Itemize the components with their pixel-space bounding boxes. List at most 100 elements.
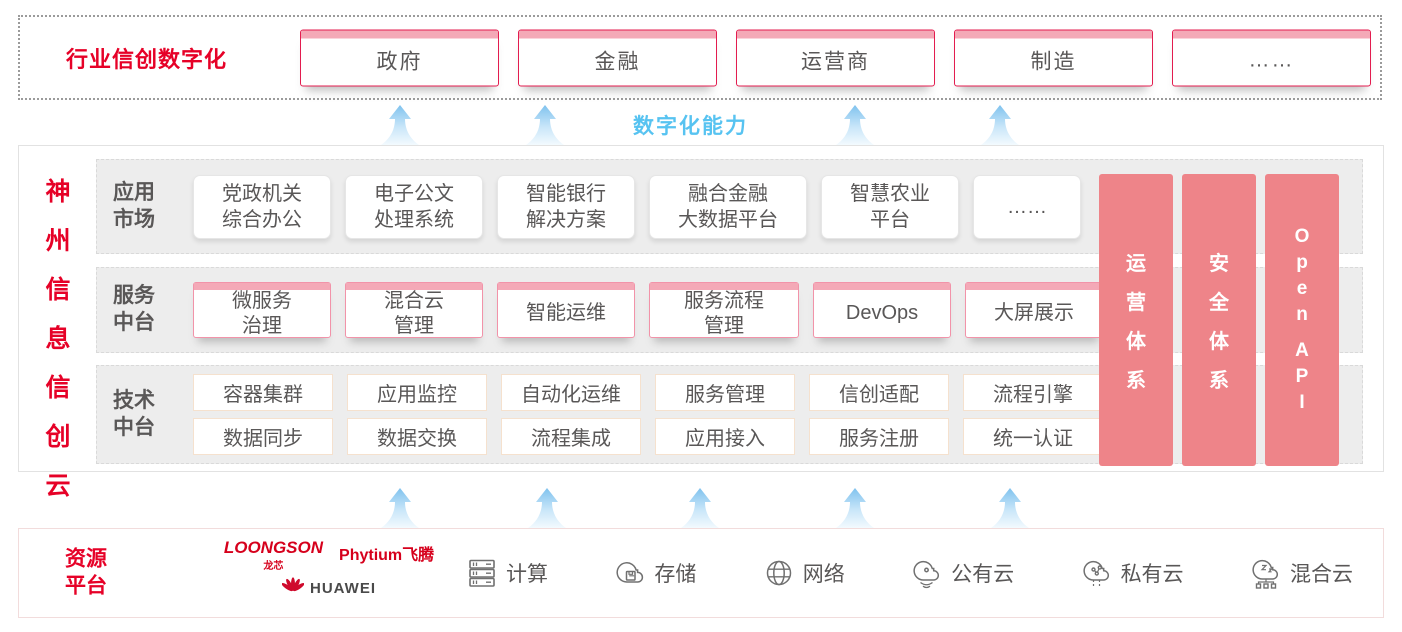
box-label-line: 党政机关 bbox=[222, 182, 302, 205]
vertical-title-char: 神 bbox=[45, 178, 71, 206]
box-label-line: 平台 bbox=[870, 208, 910, 231]
platform-box: 信创适配 bbox=[809, 374, 949, 411]
platform-box-topbar bbox=[650, 283, 798, 290]
pillar-label-char: 运 bbox=[1126, 253, 1146, 275]
pillar-label-char: 营 bbox=[1126, 292, 1146, 314]
tech-box-line: 数据同步数据交换流程集成应用接入服务注册统一认证 bbox=[193, 418, 1103, 455]
platform-box: 服务流程管理 bbox=[649, 282, 799, 338]
box-label-line: 处理系统 bbox=[374, 208, 454, 231]
loongson-logo: LOONGSON 龙芯 bbox=[224, 538, 323, 572]
box-label-line: 技术 bbox=[113, 388, 155, 412]
platform-box-label: 智能运维 bbox=[526, 301, 606, 326]
vendor-logos: LOONGSON 龙芯 Phytium飞腾 HUAWEI bbox=[207, 538, 451, 600]
vertical-title-char: 云 bbox=[45, 472, 71, 500]
server-icon bbox=[465, 556, 499, 590]
industry-strip: 行业信创数字化 政府金融 运营商 制造 …… bbox=[18, 15, 1382, 100]
up-arrow-icon bbox=[991, 488, 1029, 528]
resource-strip-title: 资源平台 bbox=[65, 546, 107, 601]
platform-container: 神州信息信创云 应用市场党政机关综合办公电子公文处理系统智能银行解决方案融合金融… bbox=[18, 145, 1384, 500]
industry-box: 金融 bbox=[518, 29, 717, 86]
industry-box-topbar bbox=[955, 30, 1152, 38]
loongson-wordmark: LOONGSON bbox=[223, 538, 324, 557]
box-label-line: 混合云 bbox=[384, 289, 444, 312]
pillar-label-char: 系 bbox=[1209, 370, 1229, 392]
up-arrow-icon bbox=[981, 105, 1019, 145]
platform-box: 数据交换 bbox=[347, 418, 487, 455]
box-label-line: 管理 bbox=[704, 314, 744, 337]
industry-box-topbar bbox=[1173, 30, 1370, 38]
resource-strip: 资源平台 LOONGSON 龙芯 Phytium飞腾 bbox=[18, 528, 1384, 618]
platform-box: 流程集成 bbox=[501, 418, 641, 455]
huawei-wordmark: HUAWEI bbox=[310, 579, 376, 597]
box-label-line: 应用 bbox=[113, 180, 155, 204]
resource-list: 计算存储网络公有云私有云混合云 bbox=[465, 529, 1353, 617]
box-label-line: 中台 bbox=[113, 311, 155, 334]
industry-box: 制造 bbox=[954, 29, 1153, 86]
resource-item-label: 公有云 bbox=[951, 563, 1015, 586]
platform-box: 智慧农业平台 bbox=[821, 174, 959, 239]
platform-box: DevOps bbox=[813, 282, 951, 338]
box-label-line: 电子公文 bbox=[374, 182, 454, 205]
box-label-line: 服务流程 bbox=[684, 289, 764, 312]
box-label-line: 资源 bbox=[65, 547, 107, 571]
network-globe-icon bbox=[762, 556, 796, 590]
pillar-label-char: P bbox=[1295, 366, 1309, 387]
pillar-label-char: p bbox=[1296, 252, 1308, 273]
box-label-line: …… bbox=[1007, 195, 1047, 218]
resource-item: 公有云 bbox=[910, 556, 1014, 590]
box-label-line: 融合金融 bbox=[688, 182, 768, 205]
platform-box: 自动化运维 bbox=[501, 374, 641, 411]
box-label-line: 智能运维 bbox=[526, 302, 606, 324]
platform-box: …… bbox=[973, 174, 1081, 239]
resource-item-label: 私有云 bbox=[1120, 563, 1184, 586]
platform-box-label: 服务流程管理 bbox=[684, 289, 764, 339]
box-label-line: 智慧农业 bbox=[850, 182, 930, 205]
box-label-line: 解决方案 bbox=[526, 208, 606, 231]
row-box-list: 党政机关综合办公电子公文处理系统智能银行解决方案融合金融大数据平台智慧农业平台…… bbox=[193, 174, 1081, 239]
platform-box: 大屏展示 bbox=[965, 282, 1103, 338]
industry-box: …… bbox=[1172, 29, 1371, 86]
up-arrow-icon bbox=[526, 105, 564, 145]
industry-box-topbar bbox=[737, 30, 934, 38]
platform-box-topbar bbox=[194, 283, 330, 290]
platform-box: 智能银行解决方案 bbox=[497, 174, 635, 239]
box-label-line: 大数据平台 bbox=[678, 208, 778, 231]
row-label: 技术中台 bbox=[113, 388, 179, 442]
pillar-label-char: O bbox=[1294, 226, 1310, 247]
industry-strip-title: 行业信创数字化 bbox=[66, 46, 228, 72]
platform-box-label: 融合金融大数据平台 bbox=[678, 181, 778, 233]
resource-item-label: 混合云 bbox=[1289, 563, 1353, 586]
platform-box-topbar bbox=[814, 283, 950, 290]
huawei-flower-icon bbox=[281, 576, 305, 600]
up-arrow-icon bbox=[836, 105, 874, 145]
platform-box-label: 微服务治理 bbox=[232, 289, 292, 339]
public-cloud-icon bbox=[910, 556, 944, 590]
industry-box: 政府 bbox=[300, 29, 499, 86]
row-label: 应用市场 bbox=[113, 180, 179, 234]
industry-box-label: …… bbox=[1248, 48, 1295, 72]
platform-box-label: 智慧农业平台 bbox=[850, 181, 930, 233]
platform-box-label: 大屏展示 bbox=[994, 301, 1074, 326]
pillar-label: 安全体系 bbox=[1209, 247, 1229, 393]
loongson-cn-label: 龙芯 bbox=[263, 561, 284, 572]
pillar-0: 运营体系 bbox=[1099, 174, 1173, 466]
platform-box: 统一认证 bbox=[963, 418, 1103, 455]
industry-box-label: 运营商 bbox=[801, 50, 870, 74]
vertical-title-char: 息 bbox=[45, 325, 71, 353]
tech-box-line: 容器集群应用监控自动化运维服务管理信创适配流程引擎 bbox=[193, 374, 1103, 411]
box-label-line: 智能银行 bbox=[526, 182, 606, 205]
pillar-label-char: e bbox=[1296, 278, 1308, 299]
platform-box-label: 电子公文处理系统 bbox=[374, 181, 454, 233]
platform-box-topbar bbox=[966, 283, 1102, 290]
platform-box: 容器集群 bbox=[193, 374, 333, 411]
box-label-line: 大屏展示 bbox=[994, 302, 1074, 324]
platform-box: 混合云管理 bbox=[345, 282, 483, 338]
private-cloud-icon bbox=[1080, 556, 1114, 590]
resource-item-label: 网络 bbox=[802, 563, 845, 586]
vertical-title-char: 创 bbox=[45, 423, 71, 451]
box-label-line: 管理 bbox=[394, 314, 434, 337]
platform-vertical-title: 神州信息信创云 bbox=[43, 172, 73, 502]
storage-cloud-icon bbox=[613, 556, 647, 590]
